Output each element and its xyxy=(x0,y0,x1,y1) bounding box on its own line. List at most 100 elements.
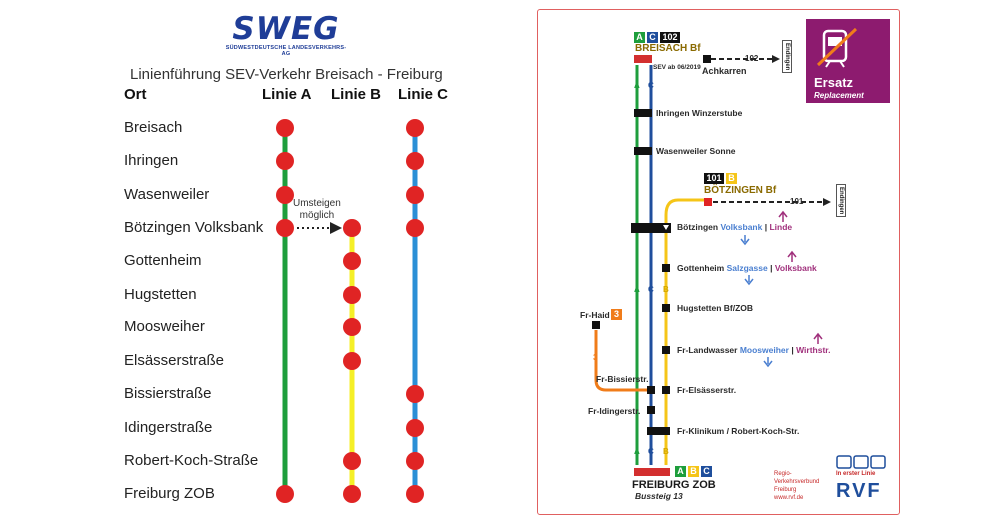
stop-name: Idingerstraße xyxy=(124,419,213,436)
stop-name: Bötzingen Volksbank xyxy=(124,219,264,236)
header-place: Ort xyxy=(124,86,147,103)
map-line-3 xyxy=(594,330,651,392)
arrow-up-icon xyxy=(787,250,797,262)
stop-direction-down: Moosweiher xyxy=(739,345,789,355)
lane-c-label-mid: C xyxy=(648,285,654,294)
breisach-badge-a: A xyxy=(634,32,645,43)
replacement-tram-icon xyxy=(816,27,858,68)
arrow-up-icon xyxy=(778,210,788,222)
ersatz-title: Ersatz xyxy=(814,75,854,90)
stop-name: Moosweiher xyxy=(124,318,205,335)
line-101-arrow xyxy=(823,198,831,206)
boetzingen-badge-b: B xyxy=(726,173,737,184)
bussteig-label: Bussteig 13 xyxy=(635,491,683,501)
stop-name: Elsässerstraße xyxy=(124,352,225,369)
hugstetten-stop xyxy=(662,304,670,312)
network-map-lines xyxy=(592,55,831,476)
header-line-b: Linie B xyxy=(331,86,382,103)
ersatz-subtitle: Replacement xyxy=(814,91,864,100)
lines-diagram xyxy=(276,119,424,503)
landwasser-label: Fr-Landwasser Moosweiher | Wirthstr. xyxy=(677,345,831,355)
stop-name: Bissierstraße xyxy=(124,385,212,402)
sev-note: SEV ab 06/2019 xyxy=(653,64,701,71)
breisach-badge-102: 102 xyxy=(660,32,680,43)
transfer-note: Umsteigen möglich xyxy=(293,198,341,222)
lane-b-label-mid: B xyxy=(663,285,669,294)
line-overview-panel: SWEG SÜDWESTDEUTSCHE LANDESVERKEHRS-AG L… xyxy=(124,14,449,503)
line-101-label: 101 xyxy=(790,197,804,206)
stop-dot-line-a xyxy=(276,119,294,137)
sweg-logo: SWEG SÜDWESTDEUTSCHE LANDESVERKEHRS-AG xyxy=(222,14,350,58)
stop-dot-line-a xyxy=(276,485,294,503)
lane-c-label-top: C xyxy=(648,81,654,90)
stop-name: Wasenweiler xyxy=(124,186,210,203)
stop-dot-line-c xyxy=(406,452,424,470)
rvf-info: Regio- Verkehrsverbund Freiburg www.rvf.… xyxy=(774,470,819,502)
wasenweiler-label: Wasenweiler Sonne xyxy=(656,146,736,156)
separator: | xyxy=(770,263,773,273)
stop-dot-line-c xyxy=(406,385,424,403)
arrow-down-icon xyxy=(763,357,773,368)
stop-dot-line-b xyxy=(343,318,361,336)
line-102-label: 102 xyxy=(745,54,759,63)
boetzingen-bf-stop xyxy=(704,198,712,206)
achkarren-label: Achkarren xyxy=(702,66,747,76)
rvf-url: www.rvf.de xyxy=(774,495,804,501)
stop-dot-line-b xyxy=(343,352,361,370)
stop-dot-line-a xyxy=(276,186,294,204)
page-title: Linienführung SEV-Verkehr Breisach - Fre… xyxy=(130,66,443,83)
transfer-note-line2: möglich xyxy=(299,210,335,221)
boetzingen-vb-marker xyxy=(663,225,669,230)
stop-dot-line-b xyxy=(343,219,361,237)
header-line-c: Linie C xyxy=(398,86,449,103)
lane-a-label-mid: A xyxy=(634,285,640,294)
breisach-label: BREISACH Bf xyxy=(635,43,701,54)
haid-stop xyxy=(592,321,600,329)
logo-subtitle: SÜDWESTDEUTSCHE LANDESVERKEHRS-AG xyxy=(225,45,347,57)
lane-b-label-bottom: B xyxy=(663,447,669,456)
breisach-stop xyxy=(634,55,652,63)
klinikum-label: Fr-Klinikum / Robert-Koch-Str. xyxy=(677,426,800,436)
endingen-sign-2: Endingen xyxy=(836,184,846,218)
hugstetten-label: Hugstetten Bf/ZOB xyxy=(677,303,754,313)
stop-name: Freiburg ZOB xyxy=(124,485,215,502)
stop-dot-line-b xyxy=(343,286,361,304)
idinger-stop xyxy=(647,406,655,414)
stop-name: Hugstetten xyxy=(124,286,197,303)
stop-dot-line-b xyxy=(343,252,361,270)
wasenweiler-stop xyxy=(634,147,652,155)
stop-dots xyxy=(276,119,424,503)
stop-name: Breisach xyxy=(124,119,183,136)
lane-a-label-bottom: A xyxy=(634,447,640,456)
map-line-b xyxy=(664,198,706,465)
bissier-stop xyxy=(647,386,655,394)
rvf-vehicle-icons xyxy=(836,455,886,469)
stop-dot-line-c xyxy=(406,219,424,237)
freiburg-badge-a: A xyxy=(675,466,686,477)
stop-direction-up: Linde xyxy=(769,222,793,232)
gottenheim-stop xyxy=(662,264,670,272)
achkarren-stop xyxy=(703,55,711,63)
bissier-label: Fr-Bissierstr. xyxy=(596,374,649,384)
separator: | xyxy=(791,345,794,355)
lane-c-label-bottom: C xyxy=(648,447,654,456)
stop-dot-line-b xyxy=(343,485,361,503)
stop-direction-down: Salzgasse xyxy=(726,263,768,273)
stop-name: Gottenheim xyxy=(677,263,725,273)
header-line-a: Linie A xyxy=(262,86,312,103)
ihringen-stop xyxy=(634,109,652,117)
ihringen-label: Ihringen Winzerstube xyxy=(656,108,743,118)
ersatz-sign: Ersatz Replacement xyxy=(806,19,890,103)
rvf-logo: RVF xyxy=(836,480,882,502)
stop-dot-line-c xyxy=(406,186,424,204)
lane-a-label-top: A xyxy=(634,81,640,90)
rvf-tagline: In erster Linie xyxy=(836,471,876,477)
stop-name: Bötzingen xyxy=(677,222,719,232)
stop-direction-up: Volksbank xyxy=(774,263,817,273)
rvf-line1: Regio- xyxy=(774,471,792,477)
stop-dot-line-a xyxy=(276,152,294,170)
elsaesser-stop xyxy=(662,386,670,394)
boetzingen-bf-label: BÖTZINGEN Bf xyxy=(704,185,777,196)
freiburg-zob-label: FREIBURG ZOB xyxy=(632,479,716,491)
endingen-sign-1: Endingen xyxy=(782,40,792,74)
